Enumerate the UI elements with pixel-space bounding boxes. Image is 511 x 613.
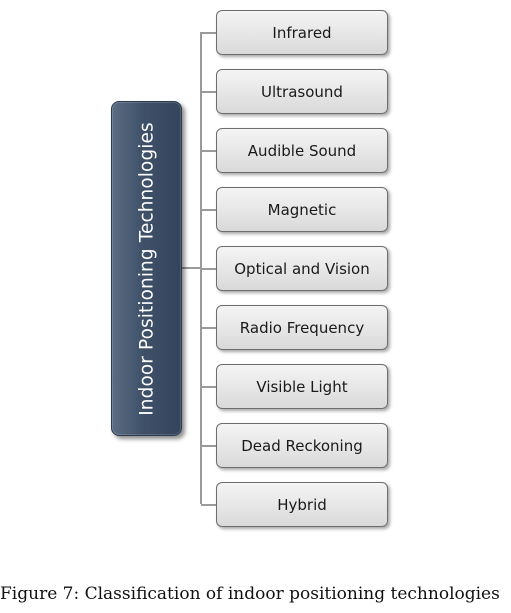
child-node-infrared: Infrared [216, 10, 388, 55]
child-node-magnetic: Magnetic [216, 187, 388, 232]
connector-root [180, 267, 201, 269]
connector-branch [201, 445, 217, 447]
classification-diagram: Indoor Positioning Technologies Infrared… [111, 10, 388, 527]
child-node-hybrid: Hybrid [216, 482, 388, 527]
child-node-label: Radio Frequency [239, 318, 365, 337]
connector-branch [201, 91, 217, 93]
child-node-optical-and-vision: Optical and Vision [216, 246, 388, 291]
child-node-radio-frequency: Radio Frequency [216, 305, 388, 350]
child-node-label: Optical and Vision [234, 259, 370, 278]
connector-branch [201, 327, 217, 329]
child-node-ultrasound: Ultrasound [216, 69, 388, 114]
child-node-label: Hybrid [277, 495, 327, 514]
child-node-label: Audible Sound [247, 141, 357, 160]
connector-branch [201, 32, 217, 34]
child-node-label: Infrared [272, 23, 332, 42]
child-node-label: Magnetic [267, 200, 337, 219]
connector-branch [201, 209, 217, 211]
child-node-dead-reckoning: Dead Reckoning [216, 423, 388, 468]
connector-branch [201, 386, 217, 388]
root-node-label: Indoor Positioning Technologies [136, 121, 157, 416]
child-node-label: Visible Light [256, 377, 348, 396]
connector-branch [201, 504, 217, 506]
root-node: Indoor Positioning Technologies [111, 101, 182, 436]
figure-caption: Figure 7: Classification of indoor posit… [0, 584, 500, 604]
child-node-label: Ultrasound [261, 82, 343, 101]
connector-branch [201, 268, 217, 270]
child-node-label: Dead Reckoning [241, 436, 363, 455]
child-node-audible-sound: Audible Sound [216, 128, 388, 173]
connector-branch [201, 150, 217, 152]
child-node-visible-light: Visible Light [216, 364, 388, 409]
